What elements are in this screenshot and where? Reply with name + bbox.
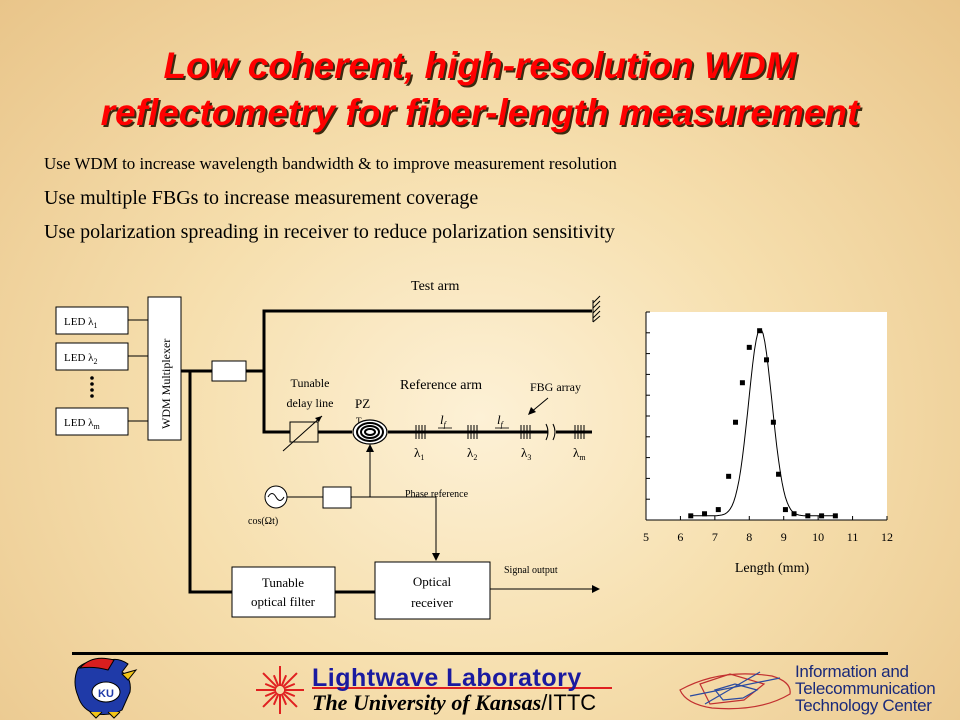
svg-text:Optical: Optical	[413, 574, 452, 589]
data-point	[782, 507, 788, 513]
x-tick-label: 12	[881, 530, 893, 544]
data-point	[688, 513, 694, 519]
test-arm-label: Test arm	[411, 279, 460, 294]
length-chart: 5 6 7 8 9 10 11 12 Length (mm)	[643, 311, 893, 576]
driver-connections	[351, 446, 437, 556]
signal-output-label: Signal output	[504, 565, 558, 576]
data-point	[746, 344, 752, 350]
wdm-multiplexer: WDM Multiplexer	[147, 296, 182, 441]
bullet-wdm: Use WDM to increase wavelength bandwidth…	[44, 154, 617, 173]
burst-ray	[283, 682, 296, 690]
svg-text:λ2: λ2	[467, 445, 477, 462]
data-point	[805, 513, 811, 519]
svg-text:LED λm: LED λm	[64, 417, 100, 431]
lf-label-1: lf	[438, 412, 452, 429]
svg-text:Tunable: Tunable	[262, 575, 304, 590]
x-tick-label: 9	[781, 530, 787, 544]
svg-text:T: T	[356, 416, 362, 426]
x-tick-label: 5	[643, 530, 649, 544]
fbg-arrow	[528, 397, 549, 415]
data-point	[770, 419, 776, 425]
ittc-network-logo	[679, 671, 791, 710]
svg-text:lf: lf	[440, 412, 448, 429]
svg-text:LED λ2: LED λ2	[64, 352, 97, 366]
data-point	[739, 380, 745, 386]
burst-ray	[283, 690, 296, 698]
phase-reference-label: Phase reference	[405, 489, 469, 500]
burst-ray	[264, 690, 277, 698]
university-name: The University of Kansas/ITTC	[312, 690, 597, 715]
title-line-2: reflectometry for fiber-length measureme…	[100, 92, 860, 133]
data-point	[715, 507, 721, 513]
data-point	[702, 511, 708, 517]
fbg-gratings	[415, 423, 585, 441]
title-line-1: Low coherent, high-resolution WDM	[163, 45, 797, 86]
footer-divider	[72, 652, 888, 655]
pzt-driver-box	[322, 486, 352, 509]
svg-text:cos(Ωt): cos(Ωt)	[248, 516, 278, 527]
bullet-fbg: Use multiple FBGs to increase measuremen…	[44, 187, 479, 209]
data-point	[757, 328, 763, 334]
data-point	[819, 513, 825, 519]
burst-ray	[280, 693, 288, 706]
oscillator-source: cos(Ωt)	[248, 485, 288, 527]
svg-text:delay line: delay line	[287, 396, 334, 410]
data-point	[776, 471, 782, 477]
test-arm-termination	[592, 295, 601, 323]
svg-text:λm: λm	[573, 445, 586, 462]
burst-ray	[272, 674, 280, 687]
svg-text:lf: lf	[497, 412, 505, 429]
fiber-paths	[181, 309, 592, 594]
slide-title: Low coherent, high-resolution WDM reflec…	[0, 42, 960, 136]
svg-text:PZ: PZ	[355, 396, 370, 411]
led-2-box: LED λ2	[55, 342, 129, 371]
led-ellipsis	[90, 376, 94, 398]
data-point	[764, 357, 769, 363]
svg-text:KU: KU	[98, 688, 114, 700]
data-point	[733, 419, 739, 425]
burst-ray	[280, 674, 288, 687]
svg-text:receiver: receiver	[411, 595, 454, 610]
data-point	[832, 513, 838, 519]
bullet-polarization: Use polarization spreading in receiver t…	[44, 221, 615, 243]
ku-jayhawk-logo: KU	[74, 657, 138, 719]
svg-text:λ1: λ1	[414, 445, 424, 462]
x-tick-label: 6	[677, 530, 683, 544]
x-tick-label: 8	[746, 530, 752, 544]
burst-ray	[264, 682, 277, 690]
x-tick-label: 11	[847, 530, 859, 544]
fiber-coupler	[211, 360, 247, 382]
x-tick-label: 10	[812, 530, 824, 544]
reference-arm-label: Reference arm	[400, 378, 482, 393]
pzt-modulator: PZ T	[352, 396, 388, 445]
fbg-array-label: FBG array	[530, 380, 581, 394]
data-point	[726, 473, 732, 479]
x-tick-label: 7	[712, 530, 718, 544]
chart-x-label: Length (mm)	[735, 561, 810, 576]
led-m-box: LED λm	[55, 407, 129, 436]
lf-label-2: lf	[495, 412, 509, 429]
optical-receiver: Optical receiver	[374, 561, 491, 620]
tunable-optical-filter: Tunable optical filter	[231, 566, 336, 618]
svg-text:WDM Multiplexer: WDM Multiplexer	[159, 339, 173, 429]
fbg-wavelength-labels: λ1 λ2 λ3 λm	[414, 445, 586, 462]
svg-text:LED λ1: LED λ1	[64, 316, 97, 330]
burst-ray	[282, 672, 298, 688]
ittc-center-name: Information and Telecommunication Techno…	[795, 662, 936, 715]
data-point	[791, 511, 797, 517]
led-1-box: LED λ1	[55, 306, 129, 335]
tunable-delay-line: Tunable delay line	[282, 376, 334, 452]
burst-ray	[272, 693, 280, 706]
burst-ray	[282, 692, 298, 708]
svg-text:λ3: λ3	[521, 445, 531, 462]
lab-name: Lightwave Laboratory	[312, 664, 582, 692]
svg-text:optical filter: optical filter	[251, 594, 316, 609]
burst-ray	[262, 692, 278, 708]
laser-burst-icon	[256, 666, 304, 714]
chart-plot-area	[646, 312, 887, 520]
svg-text:Tunable: Tunable	[291, 376, 330, 390]
burst-ray	[262, 672, 278, 688]
